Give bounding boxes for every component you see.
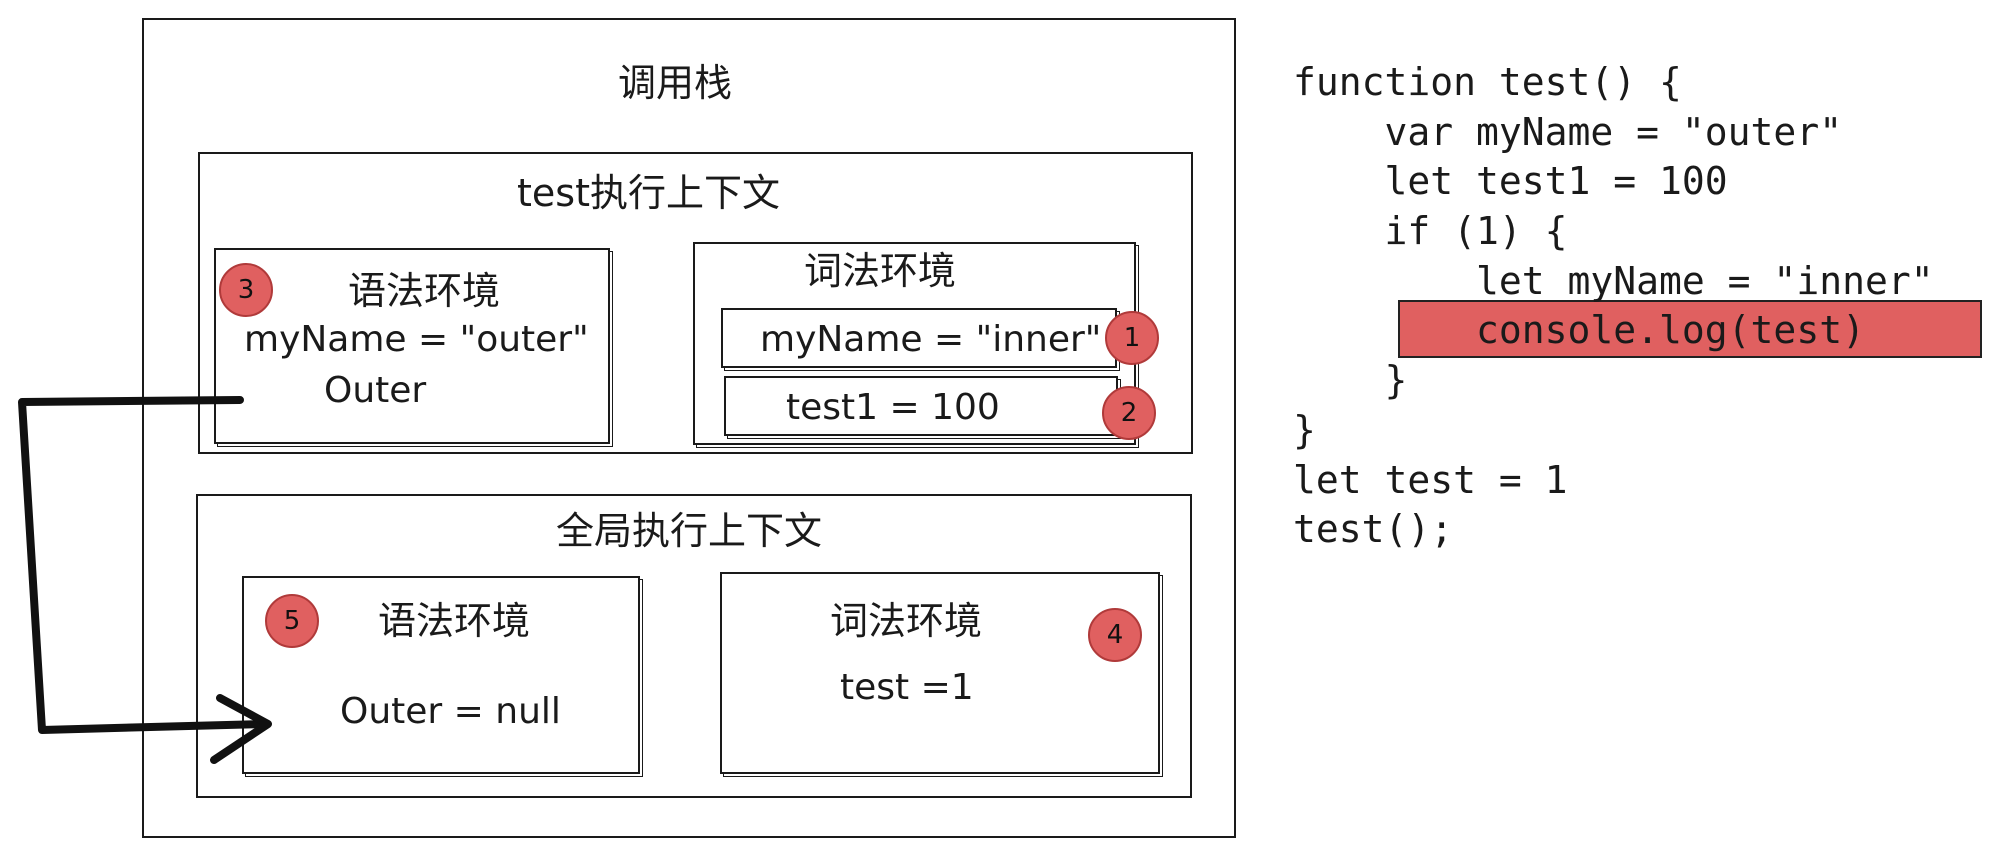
test-variable-env bbox=[214, 248, 610, 444]
code-line: let test = 1 bbox=[1293, 457, 1568, 502]
test-variable-env-entry: myName = "outer" bbox=[244, 319, 589, 360]
outer-reference-arrow-line bbox=[18, 396, 266, 734]
code-highlight bbox=[1398, 300, 1982, 358]
code-line: let test1 = 100 bbox=[1293, 159, 1728, 204]
badge-4: 4 bbox=[1088, 608, 1142, 662]
test-variable-env-title: 语法环境 bbox=[348, 269, 501, 313]
badge-1: 1 bbox=[1105, 311, 1159, 365]
global-lexical-env bbox=[720, 572, 1160, 774]
test-variable-env-outer: Outer bbox=[324, 370, 427, 411]
call-stack-frame bbox=[142, 18, 1236, 838]
global-execution-context bbox=[196, 494, 1192, 798]
global-variable-env bbox=[242, 576, 640, 774]
global-lexical-env-title: 词法环境 bbox=[830, 599, 983, 643]
lexical-entry-myname-text: myName = "inner" bbox=[760, 319, 1102, 360]
global-context-title: 全局执行上下文 bbox=[556, 509, 823, 553]
test-lexical-env-title: 词法环境 bbox=[804, 249, 957, 293]
badge-2: 2 bbox=[1102, 386, 1156, 440]
code-line: if (1) { bbox=[1293, 209, 1568, 254]
code-line: test(); bbox=[1293, 507, 1454, 552]
code-line: } bbox=[1293, 407, 1316, 452]
code-line: let myName = "inner" bbox=[1293, 258, 1934, 303]
global-variable-env-title: 语法环境 bbox=[378, 599, 531, 643]
global-variable-env-entry: Outer = null bbox=[340, 691, 561, 732]
outer-reference-arrowhead bbox=[210, 694, 272, 764]
badge-3: 3 bbox=[219, 263, 273, 317]
code-line: var myName = "outer" bbox=[1293, 109, 1843, 154]
code-line: } bbox=[1293, 358, 1408, 403]
code-line: function test() { bbox=[1293, 60, 1682, 104]
lexical-entry-test1-text: test1 = 100 bbox=[786, 387, 1000, 428]
test-execution-context bbox=[198, 152, 1193, 454]
call-stack-title: 调用栈 bbox=[618, 61, 733, 105]
global-lexical-env-entry: test =1 bbox=[840, 667, 974, 708]
code-listing: function test() { var myName = "outer" l… bbox=[1293, 58, 1934, 555]
badge-5: 5 bbox=[265, 594, 319, 648]
test-context-title: test执行上下文 bbox=[517, 171, 780, 215]
code-line: console.log(test) bbox=[1293, 308, 1865, 353]
